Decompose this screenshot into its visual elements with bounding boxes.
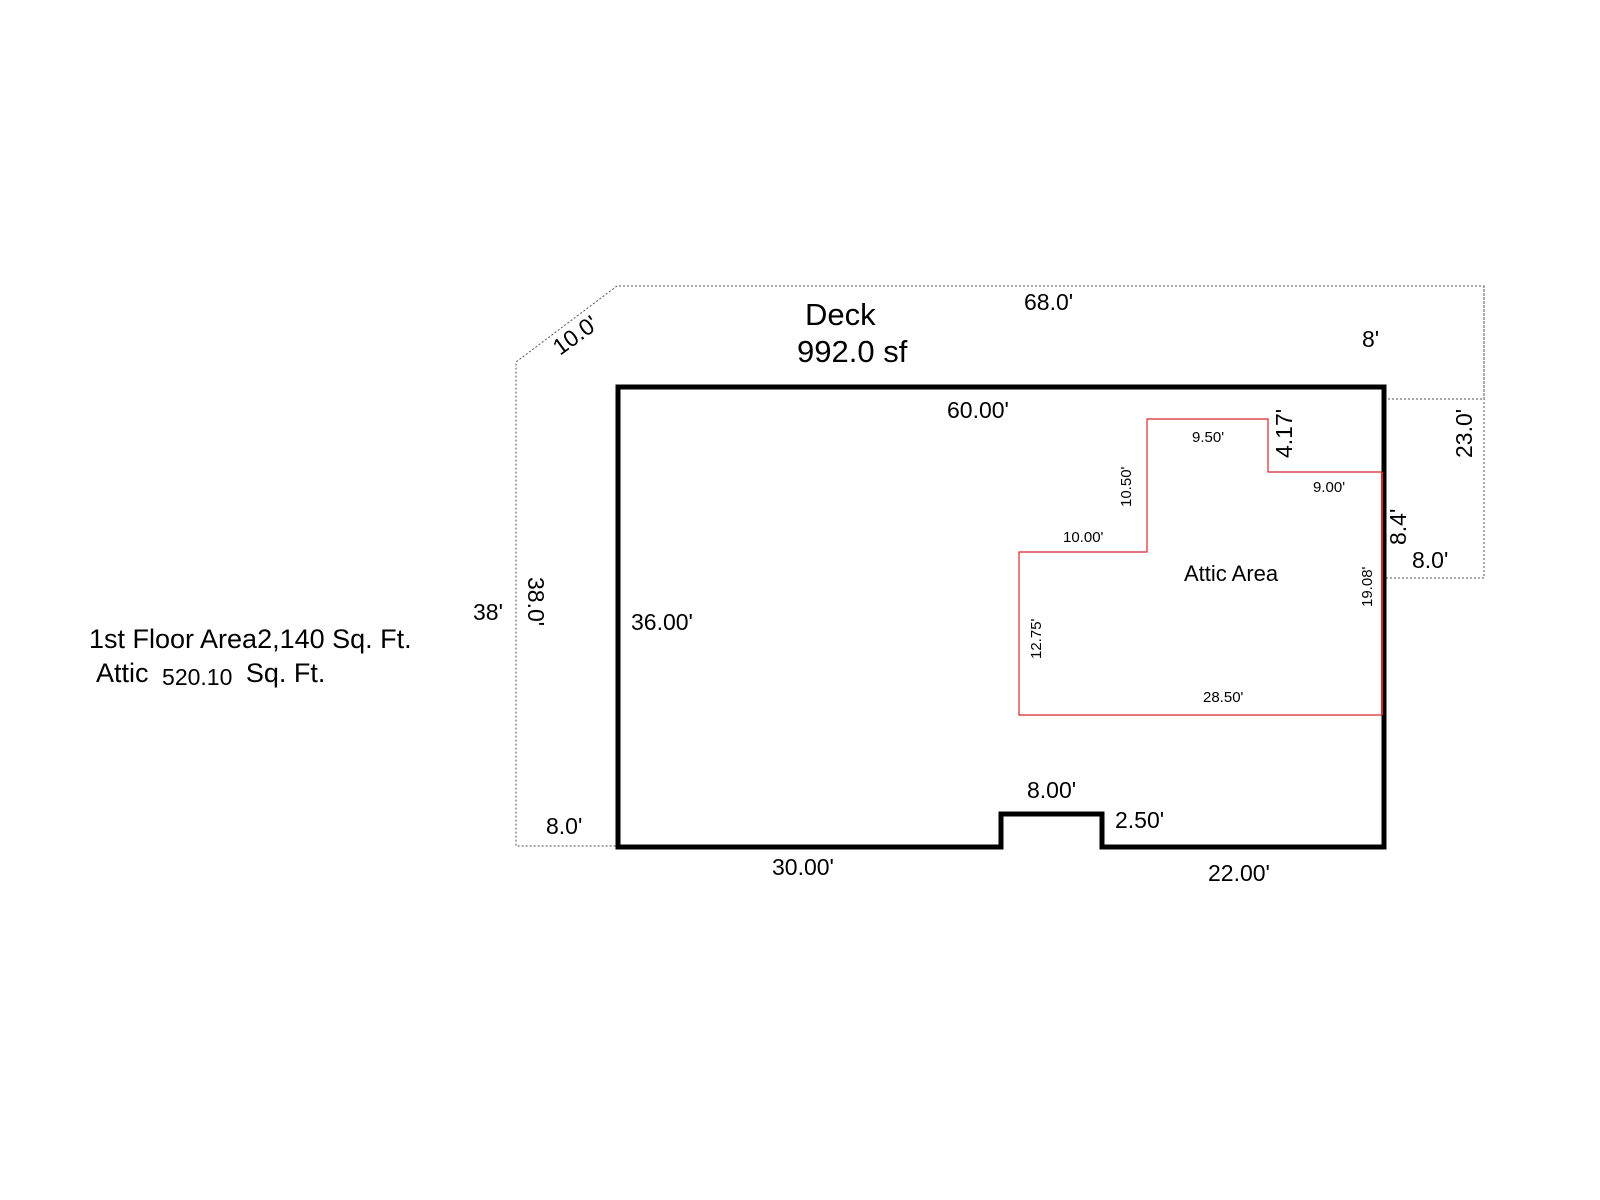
attic-outline xyxy=(1018,418,1382,716)
attic-dim-right-upper: 8.4' xyxy=(1385,509,1411,545)
deck-dim-left-inner: 38.0' xyxy=(523,577,549,626)
attic-title: Attic Area xyxy=(1184,561,1279,586)
first-floor-outline xyxy=(615,384,1387,850)
deck-dim-bottom-left: 8.0' xyxy=(546,813,582,839)
summary-attic: Attic 520.10 Sq. Ft. xyxy=(96,658,325,691)
deck-outline xyxy=(515,285,1485,847)
attic-dim-bottom: 28.50' xyxy=(1203,689,1244,706)
floor-dim-top: 60.00' xyxy=(947,397,1009,423)
deck-dim-right-short: 8' xyxy=(1362,326,1379,352)
floor-dim-bump-width: 8.00' xyxy=(1027,777,1076,803)
deck-dim-right-step: 8.0' xyxy=(1412,547,1448,573)
deck-dim-right-vertical: 23.0' xyxy=(1451,409,1477,458)
summary-first-floor-value: 2,140 Sq. Ft. xyxy=(257,624,412,654)
summary-attic-label: Attic xyxy=(96,658,149,688)
summary-attic-unit: Sq. Ft. xyxy=(246,658,326,688)
floor-dim-bottom-left: 30.00' xyxy=(772,854,834,880)
attic-dim-right: 19.08' xyxy=(1359,566,1376,607)
attic-dim-top: 9.50' xyxy=(1192,429,1224,446)
deck-area: 992.0 sf xyxy=(797,334,908,369)
deck-dim-top: 68.0' xyxy=(1024,289,1073,315)
deck-title: Deck xyxy=(805,297,876,332)
summary-first-floor: 1st Floor Area2,140 Sq. Ft. xyxy=(89,624,412,654)
attic-dim-left: 12.75' xyxy=(1028,618,1045,659)
summary-first-floor-label: 1st Floor Area xyxy=(89,624,258,654)
deck-dim-left-outer: 38' xyxy=(473,599,503,625)
floor-dim-left: 36.00' xyxy=(631,609,693,635)
attic-dim-notch-height: 4.17' xyxy=(1271,409,1297,458)
attic-dim-step-width: 10.00' xyxy=(1063,529,1104,546)
attic-dim-notch-width: 9.00' xyxy=(1313,479,1345,496)
floor-dim-bottom-right: 22.00' xyxy=(1208,860,1270,886)
attic-dim-step-height: 10.50' xyxy=(1118,466,1135,507)
summary-attic-value: 520.10 xyxy=(162,664,232,690)
floor-dim-bump-depth: 2.50' xyxy=(1115,807,1164,833)
